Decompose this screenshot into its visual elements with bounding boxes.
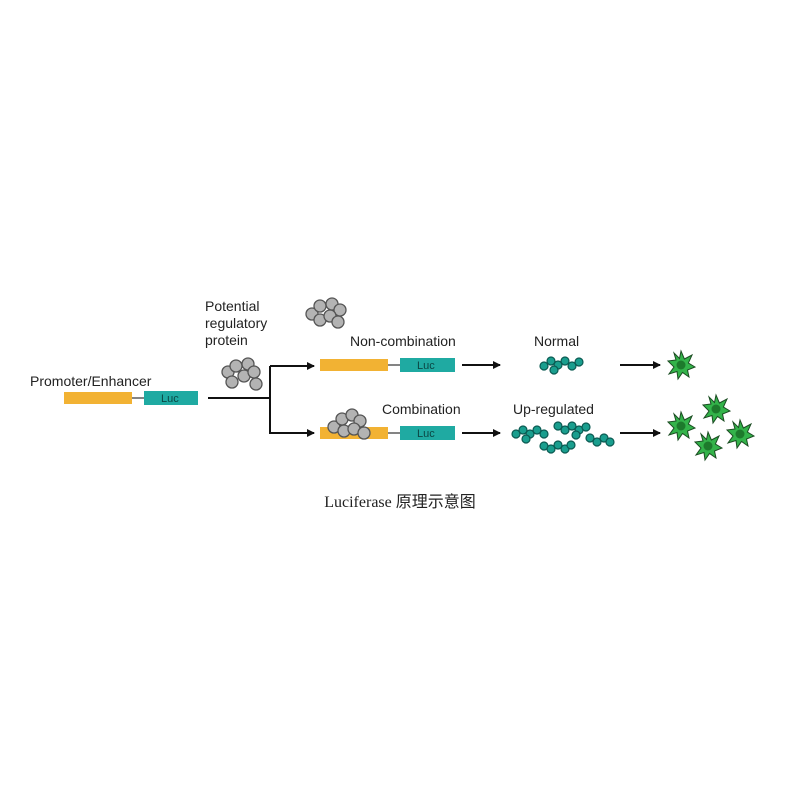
combination-label: Combination [382, 401, 461, 417]
up-regulated-label: Up-regulated [513, 401, 594, 417]
diagram-caption: Luciferase 原理示意图 [324, 494, 476, 511]
single-light-star-icon [667, 350, 696, 380]
upregulated-enzymes-icon [511, 421, 615, 454]
promoter-bar [64, 392, 132, 404]
potential-label-line2: regulatory [205, 315, 267, 331]
normal-label: Normal [534, 333, 579, 349]
non-combination-label: Non-combination [350, 333, 456, 349]
luc-bar [144, 391, 198, 405]
normal-enzyme-icon [539, 356, 584, 375]
potential-label-line3: protein [205, 332, 248, 348]
top-luc-label: Luc [417, 360, 435, 372]
potential-label-line1: Potential [205, 298, 259, 314]
branch-line-down [269, 398, 315, 437]
regulatory-protein-icon [221, 357, 263, 391]
bottom-luc-bar [400, 426, 455, 440]
free-protein-icon [305, 297, 347, 329]
bottom-luc-label: Luc [417, 428, 435, 440]
promoter-enhancer-label: Promoter/Enhancer [30, 373, 152, 389]
multiple-light-stars-icon [667, 394, 755, 461]
top-promoter-bar [320, 359, 388, 371]
top-luc-bar [400, 358, 455, 372]
luc-label: Luc [161, 393, 179, 405]
